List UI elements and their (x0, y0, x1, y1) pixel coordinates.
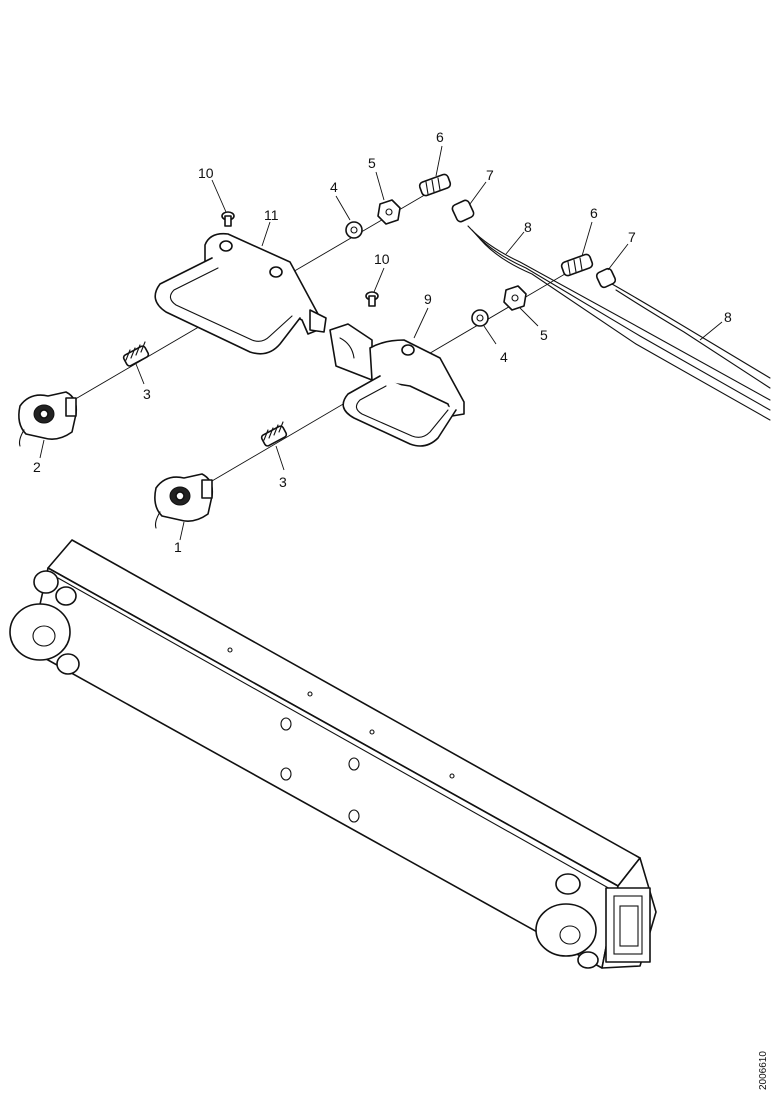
callout-8: 8 (724, 309, 732, 325)
beam-left-bolt-mid (55, 586, 77, 606)
lamp-1 (154, 473, 214, 529)
beam-left-lug (9, 603, 71, 661)
screw-10-upper (221, 211, 235, 227)
spring-3-upper (122, 341, 150, 367)
callout-1: 1 (174, 539, 182, 555)
beam-hole (280, 717, 292, 731)
harness-8 (467, 225, 771, 421)
bracket-upper-plate (204, 232, 319, 335)
callout-10: 10 (198, 165, 214, 181)
callout-6: 6 (590, 205, 598, 221)
beam-assembly (9, 539, 657, 969)
callout-3: 3 (143, 386, 151, 402)
beam-hole (348, 809, 360, 823)
step-bracket-upper (154, 232, 327, 355)
grommet-7-upper (451, 199, 475, 223)
beam-hole (348, 757, 360, 771)
beam-left-bolt-bottom (56, 653, 80, 675)
callout-7: 7 (628, 229, 636, 245)
callout-labels: 1 2 3 3 4 4 5 5 6 6 7 7 8 8 9 10 10 11 (33, 129, 732, 555)
beam-top-face (47, 539, 641, 887)
bracket-lower-clamp (329, 323, 373, 381)
callout-4: 4 (330, 179, 338, 195)
screw-10-lower (365, 291, 379, 307)
nut-5-upper (377, 199, 401, 225)
callout-5: 5 (540, 327, 548, 343)
callout-3: 3 (279, 474, 287, 490)
callout-7: 7 (486, 167, 494, 183)
grommet-7-lower (595, 267, 617, 289)
spring-3-lower (260, 421, 288, 447)
beam-end-plate (605, 887, 651, 963)
bracket-lower-plate (369, 339, 465, 417)
washer-4-lower (471, 309, 489, 327)
lamp-2 (18, 391, 78, 447)
callout-2: 2 (33, 459, 41, 475)
fitting-6-lower (560, 253, 594, 277)
washer-4-upper (345, 221, 363, 239)
callout-4: 4 (500, 349, 508, 365)
assembly-axes (59, 185, 583, 489)
beam-right-lug (535, 903, 597, 957)
callout-11: 11 (264, 207, 279, 223)
callout-8: 8 (524, 219, 532, 235)
callout-10: 10 (374, 251, 390, 267)
nut-5-lower (503, 285, 527, 311)
leader-lines (39, 145, 723, 541)
bracket-upper-step-loop (154, 257, 301, 355)
step-bracket-lower (329, 323, 465, 447)
beam-right-bolt-top (555, 873, 581, 895)
drawing-reference-number: 2006610 (758, 1051, 769, 1090)
beam-left-bolt-top (33, 570, 59, 594)
fitting-6-upper (418, 173, 452, 197)
beam-hole (280, 767, 292, 781)
callout-9: 9 (424, 291, 432, 307)
beam-right-bolt-bottom (577, 951, 599, 969)
beam-side-face (29, 567, 619, 969)
callout-5: 5 (368, 155, 376, 171)
callout-6: 6 (436, 129, 444, 145)
